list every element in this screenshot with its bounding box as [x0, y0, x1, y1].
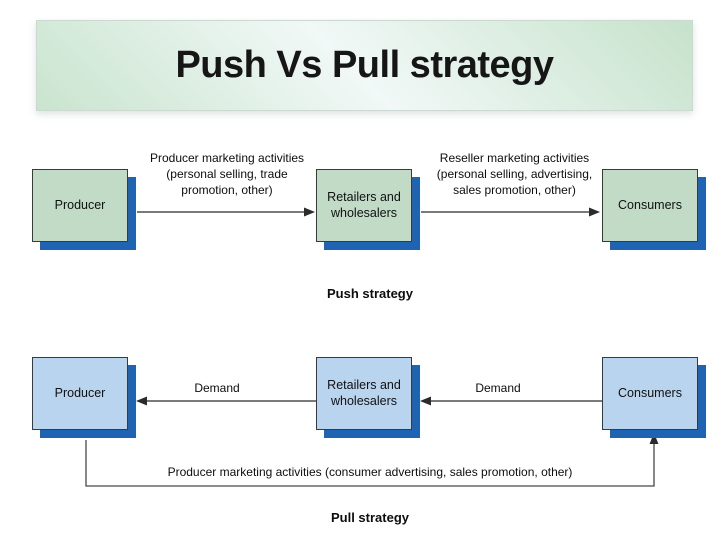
pull-producer-label: Producer	[54, 385, 106, 400]
pull-demand1-label: Demand	[194, 381, 240, 395]
push-consumers-label: Consumers	[618, 197, 682, 212]
push-consumers-box: Consumers	[602, 169, 698, 242]
push-arrow2-label: Reseller marketing activities (personal …	[412, 150, 617, 198]
push-arrow-retailers-to-consumers	[421, 207, 600, 217]
pull-arrow-retailers-to-producer	[136, 396, 316, 406]
push-arrow-producer-to-retailers	[137, 207, 315, 217]
push-arrow1-line3: promotion, other)	[181, 183, 273, 197]
page-title: Push Vs Pull strategy	[175, 44, 554, 86]
pull-consumers-label: Consumers	[618, 385, 682, 400]
push-arrow1-label: Producer marketing activities (personal …	[127, 150, 327, 198]
title-banner: Push Vs Pull strategy	[36, 20, 693, 111]
pull-consumers-box: Consumers	[602, 357, 698, 430]
push-arrow1-line1: Producer marketing activities	[149, 151, 305, 165]
push-arrow1-line2: (personal selling, trade	[166, 167, 288, 181]
pull-retailers-label: Retailers and wholesalers	[327, 377, 401, 408]
push-producer-label: Producer	[54, 197, 106, 212]
pull-arrow-consumers-to-retailers	[420, 396, 602, 406]
push-strategy-caption: Push strategy	[327, 286, 413, 301]
pull-producer-box: Producer	[32, 357, 128, 430]
push-arrow2-line1: Reseller marketing activities	[439, 151, 590, 165]
push-arrow2-line2: (personal selling, advertising,	[436, 167, 593, 181]
push-arrow2-line3: sales promotion, other)	[453, 183, 576, 197]
push-retailers-label: Retailers and wholesalers	[327, 189, 401, 220]
pull-strategy-caption: Pull strategy	[330, 510, 410, 525]
push-producer-box: Producer	[32, 169, 128, 242]
pull-feedback-label: Producer marketing activities (consumer …	[167, 465, 573, 479]
pull-demand2-label: Demand	[475, 381, 521, 395]
pull-retailers-box: Retailers and wholesalers	[316, 357, 412, 430]
push-retailers-box: Retailers and wholesalers	[316, 169, 412, 242]
